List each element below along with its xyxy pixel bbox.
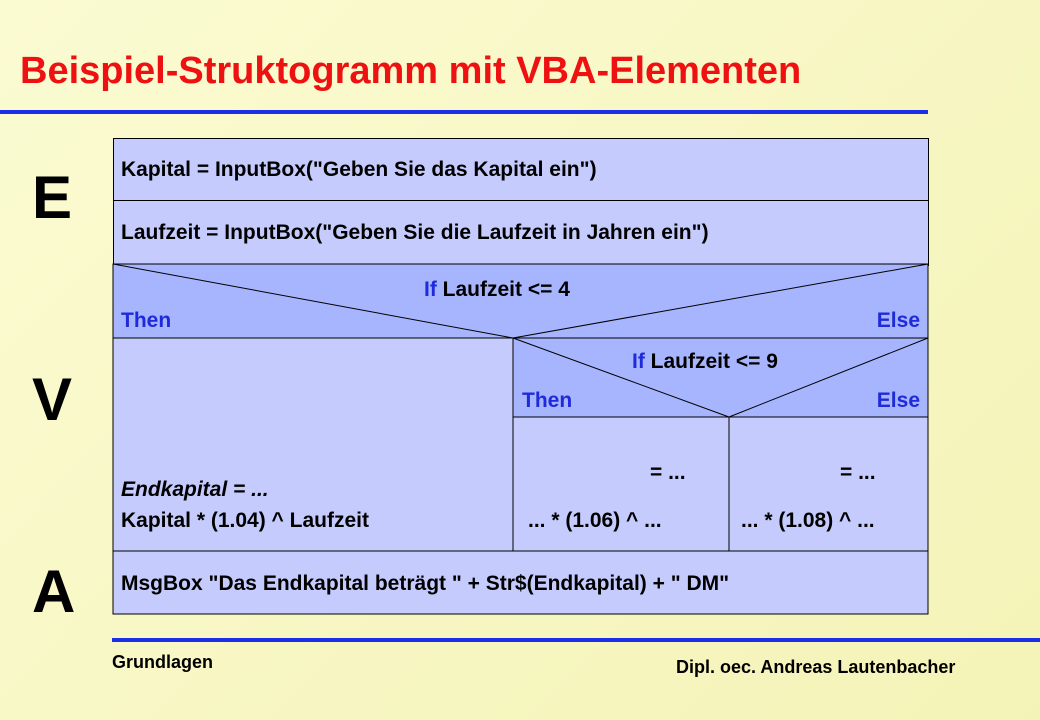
output-block	[112, 550, 929, 615]
decision2-if-keyword: If	[632, 350, 645, 373]
branch-a-line1: Endkapital = ...	[121, 478, 269, 501]
statement-input-capital: Kapital = InputBox("Geben Sie das Kapita…	[121, 158, 597, 181]
branch-b-block	[512, 416, 730, 552]
decision2-then-label: Then	[522, 389, 573, 412]
footer-right: Dipl. oec. Andreas Lautenbacher	[676, 657, 956, 677]
branch-b-line1: = ...	[650, 461, 686, 484]
decision2-else-label: Else	[876, 389, 920, 412]
decision1-if-keyword: If	[424, 278, 437, 301]
block-input-capital	[113, 138, 929, 202]
statement-output: MsgBox "Das Endkapital beträgt " + Str$(…	[121, 572, 730, 595]
decision2-condition-text: Laufzeit <= 9	[650, 350, 778, 373]
statement-input-term: Laufzeit = InputBox("Geben Sie die Laufz…	[121, 221, 709, 244]
decision1-condition-text: Laufzeit <= 4	[442, 278, 570, 301]
decision1-else-label: Else	[876, 309, 920, 332]
decision2-left-diagonal	[512, 337, 730, 418]
branch-b-line2: ... * (1.06) ^ ...	[528, 509, 662, 532]
branch-c-line1: = ...	[840, 461, 876, 484]
decision2-fill	[512, 337, 929, 418]
decision2-condition: If Laufzeit <= 9	[632, 350, 778, 374]
footer-rule	[112, 638, 1040, 642]
block-input-term	[113, 200, 929, 266]
decision1-right-diagonal	[512, 263, 929, 339]
decision1-left-diagonal	[112, 263, 514, 339]
letter-process: V	[32, 366, 73, 433]
page-title: Beispiel-Struktogramm mit VBA-Elementen	[20, 50, 802, 92]
decision1-condition: If Laufzeit <= 4	[424, 278, 570, 302]
decision2-right-diagonal	[728, 337, 929, 418]
branch-a-line2: Kapital * (1.04) ^ Laufzeit	[121, 509, 369, 532]
letter-input: E	[32, 164, 73, 231]
footer-left: Grundlagen	[112, 652, 214, 672]
branch-a-block	[112, 337, 514, 552]
title-underline	[0, 110, 928, 114]
decision1-then-label: Then	[121, 309, 172, 332]
branch-c-line2: ... * (1.08) ^ ...	[741, 509, 875, 532]
letter-output: A	[32, 558, 76, 625]
